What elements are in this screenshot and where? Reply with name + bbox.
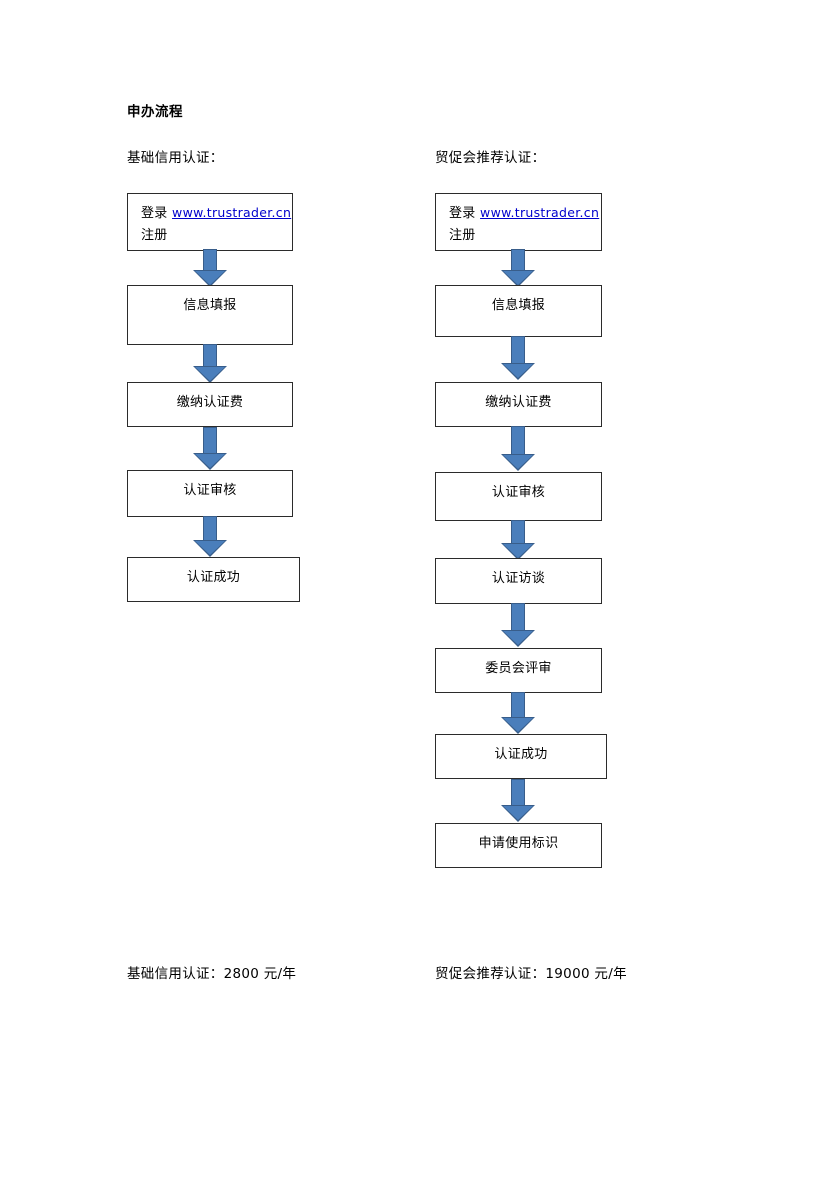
- left-node-1-text: 登录 www.trustrader.cn: [128, 194, 292, 224]
- left-arrow-1: [193, 249, 227, 287]
- right-arrow-1: [501, 249, 535, 287]
- arrow-shaft: [511, 336, 525, 364]
- arrow-head-inner: [503, 806, 533, 820]
- arrow-head-inner: [195, 541, 225, 555]
- right-node-1-prefix: 登录: [449, 206, 481, 221]
- left-node-1: 登录 www.trustrader.cn 注册: [127, 193, 293, 251]
- right-node-6: 委员会评审: [435, 648, 602, 693]
- arrow-shaft: [203, 249, 217, 271]
- left-arrow-3: [193, 427, 227, 471]
- left-node-2-text: 信息填报: [183, 298, 237, 313]
- left-column-label: 基础信用认证：: [127, 150, 224, 166]
- left-node-3-text: 缴纳认证费: [176, 395, 244, 410]
- arrow-shaft: [203, 427, 217, 454]
- arrow-head-inner: [503, 271, 533, 285]
- arrow-shaft: [511, 692, 525, 718]
- arrow-head-inner: [503, 631, 533, 645]
- trustrader-link[interactable]: www.trustrader.cn: [172, 205, 292, 220]
- left-node-4: 认证审核: [127, 470, 293, 517]
- right-node-2: 信息填报: [435, 285, 602, 337]
- right-node-4-text: 认证审核: [491, 485, 546, 500]
- arrow-head-inner: [195, 367, 225, 381]
- left-node-2: 信息填报: [127, 285, 293, 345]
- right-arrow-4: [501, 520, 535, 560]
- right-node-2-text: 信息填报: [491, 298, 546, 313]
- right-arrow-7: [501, 779, 535, 823]
- arrow-shaft: [511, 779, 525, 806]
- arrow-head-inner: [503, 718, 533, 732]
- left-node-1-prefix: 登录: [141, 206, 173, 221]
- right-node-7-text: 认证成功: [494, 747, 548, 762]
- right-arrow-5: [501, 603, 535, 649]
- trustrader-link[interactable]: www.trustrader.cn: [480, 205, 600, 220]
- right-node-3-text: 缴纳认证费: [485, 395, 552, 410]
- right-node-1-line2: 注册: [449, 228, 476, 244]
- right-node-3: 缴纳认证费: [435, 382, 602, 427]
- arrow-shaft: [203, 344, 217, 367]
- right-column-label: 贸促会推荐认证：: [435, 150, 546, 166]
- left-node-3: 缴纳认证费: [127, 382, 293, 427]
- arrow-head-inner: [503, 544, 533, 558]
- left-arrow-4: [193, 516, 227, 558]
- arrow-head-inner: [195, 271, 225, 285]
- right-node-5-text: 认证访谈: [491, 571, 546, 586]
- right-arrow-3: [501, 426, 535, 473]
- right-arrow-6: [501, 692, 535, 735]
- arrow-head-inner: [503, 364, 533, 378]
- arrow-shaft: [511, 426, 525, 455]
- left-arrow-2: [193, 344, 227, 383]
- right-node-8-text: 申请使用标识: [478, 836, 559, 851]
- arrow-head-inner: [195, 454, 225, 468]
- right-arrow-2: [501, 336, 535, 382]
- left-node-4-text: 认证审核: [183, 483, 237, 498]
- right-node-6-text: 委员会评审: [485, 661, 552, 676]
- right-node-1: 登录 www.trustrader.cn 注册: [435, 193, 602, 251]
- page-title: 申办流程: [127, 104, 183, 120]
- left-price-note: 基础信用认证：2800 元/年: [127, 966, 297, 982]
- right-node-1-text: 登录 www.trustrader.cn: [436, 194, 601, 224]
- right-node-7: 认证成功: [435, 734, 607, 779]
- right-node-4: 认证审核: [435, 472, 602, 521]
- arrow-head-inner: [503, 455, 533, 469]
- arrow-shaft: [511, 603, 525, 631]
- right-node-8: 申请使用标识: [435, 823, 602, 868]
- arrow-shaft: [511, 249, 525, 271]
- arrow-shaft: [203, 516, 217, 541]
- right-node-5: 认证访谈: [435, 558, 602, 604]
- arrow-shaft: [511, 520, 525, 544]
- right-price-note: 贸促会推荐认证：19000 元/年: [435, 966, 627, 982]
- left-node-5-text: 认证成功: [186, 570, 241, 585]
- left-node-5: 认证成功: [127, 557, 300, 602]
- left-node-1-line2: 注册: [141, 228, 168, 244]
